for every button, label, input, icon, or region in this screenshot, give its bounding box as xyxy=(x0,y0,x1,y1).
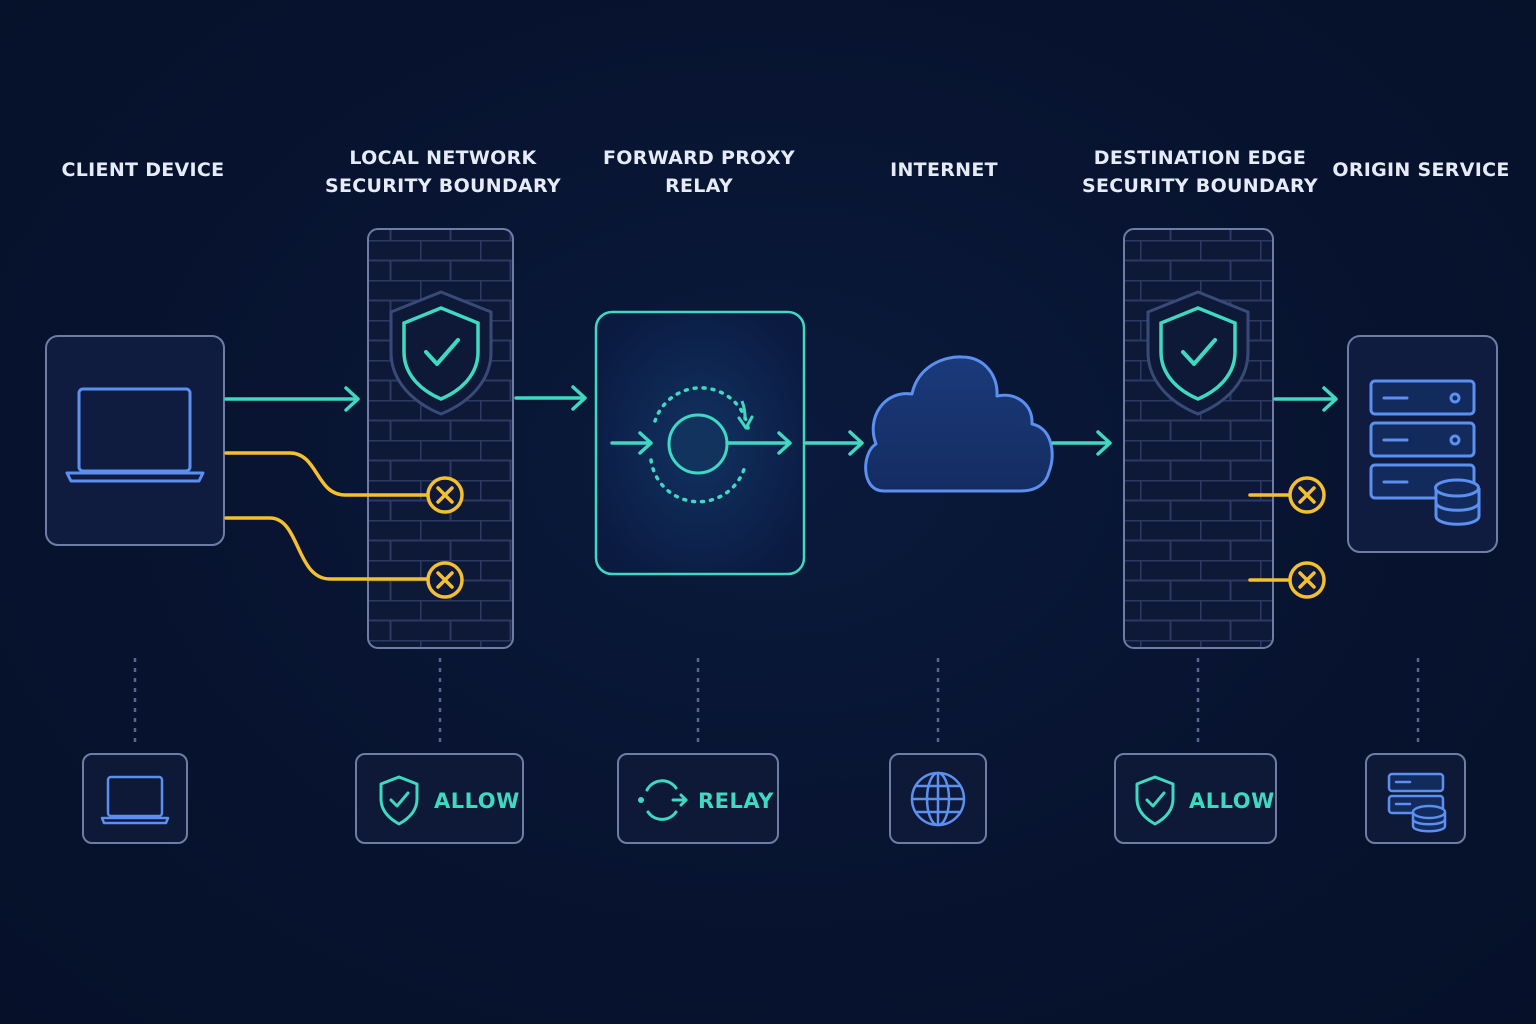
destination-firewall xyxy=(1123,228,1274,649)
label-internet: INTERNET xyxy=(890,159,998,181)
shield-check-icon xyxy=(379,775,419,826)
shield-check-icon xyxy=(389,290,493,416)
label-dest-boundary-line1: DESTINATION EDGE xyxy=(1094,147,1306,169)
label-origin-service: ORIGIN SERVICE xyxy=(1332,159,1509,181)
server-database-icon xyxy=(1369,379,1481,526)
block-x-icon xyxy=(426,476,464,514)
arrow-local-to-proxy xyxy=(514,385,587,411)
server-database-icon xyxy=(1387,772,1447,833)
origin-service-node xyxy=(1347,335,1498,553)
local-firewall xyxy=(367,228,514,649)
dotted-connectors xyxy=(133,658,1420,742)
relay-icon xyxy=(610,386,792,504)
label-client-device: CLIENT DEVICE xyxy=(62,159,225,181)
blocked-line-2 xyxy=(224,516,429,581)
block-x-icon xyxy=(426,561,464,599)
block-x-icon xyxy=(1288,476,1326,514)
globe-icon xyxy=(910,771,966,827)
badge-internet xyxy=(889,753,987,844)
badge-label: ALLOW xyxy=(1189,789,1275,813)
label-local-boundary-line1: LOCAL NETWORK xyxy=(349,147,537,169)
badge-label: ALLOW xyxy=(434,789,520,813)
cloud-icon xyxy=(864,355,1054,493)
blocked-markers xyxy=(426,476,1326,599)
badge-dest-allow: ALLOW xyxy=(1114,753,1277,844)
badge-label: RELAY xyxy=(698,789,774,813)
badge-local-allow: ALLOW xyxy=(355,753,524,844)
laptop-icon xyxy=(65,387,205,483)
client-device-node xyxy=(45,335,225,546)
arrow-dest-to-origin xyxy=(1273,386,1338,412)
arrow-proxy-to-internet xyxy=(804,430,864,456)
label-local-boundary-line2: SECURITY BOUNDARY xyxy=(325,175,561,197)
label-proxy-line1: FORWARD PROXY xyxy=(603,147,795,169)
badge-origin xyxy=(1365,753,1466,844)
allowed-flow-arrows xyxy=(224,385,1338,456)
block-x-icon xyxy=(1288,561,1326,599)
relay-icon xyxy=(638,779,688,821)
label-proxy-line2: RELAY xyxy=(665,175,733,197)
blocked-flows xyxy=(224,451,1292,582)
blocked-line-1 xyxy=(224,451,429,497)
badge-client xyxy=(82,753,188,844)
label-dest-boundary-line2: SECURITY BOUNDARY xyxy=(1082,175,1318,197)
shield-check-icon xyxy=(1135,775,1175,826)
shield-check-icon xyxy=(1146,290,1250,416)
arrow-client-to-local xyxy=(224,386,360,412)
laptop-icon xyxy=(100,775,170,825)
forward-proxy-node xyxy=(594,310,806,576)
arrow-internet-to-dest xyxy=(1051,430,1112,456)
badge-proxy-relay: RELAY xyxy=(617,753,779,844)
